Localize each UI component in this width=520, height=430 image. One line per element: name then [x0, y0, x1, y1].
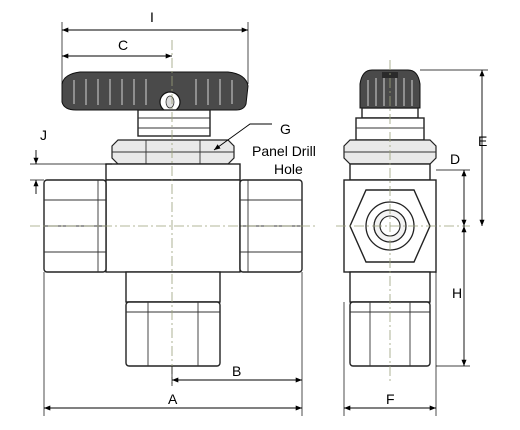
dim-label-f: F — [386, 391, 395, 407]
side-view — [336, 60, 470, 384]
bottom-port-hex — [125, 301, 221, 367]
dim-label-a: A — [168, 391, 178, 407]
callout-text-line1: Panel Drill — [252, 143, 316, 159]
dim-label-i: I — [150, 9, 154, 25]
dim-label-d: D — [450, 151, 460, 167]
dimension-labels: I C J B A F E D H G Panel Drill Hole — [40, 9, 487, 407]
dim-label-c: C — [118, 37, 128, 53]
dimension-lines — [30, 22, 488, 416]
stem-housing — [137, 109, 211, 137]
callout-label-g: G — [280, 121, 291, 137]
dim-label-h: H — [452, 285, 462, 301]
dim-label-j: J — [40, 127, 47, 143]
dim-label-b: B — [232, 363, 241, 379]
callout-text-line2: Hole — [274, 161, 303, 177]
handle-knob — [61, 71, 249, 113]
front-view — [30, 40, 318, 384]
body-lower — [125, 271, 221, 303]
body-collar — [105, 163, 241, 181]
dim-label-e: E — [478, 133, 487, 149]
